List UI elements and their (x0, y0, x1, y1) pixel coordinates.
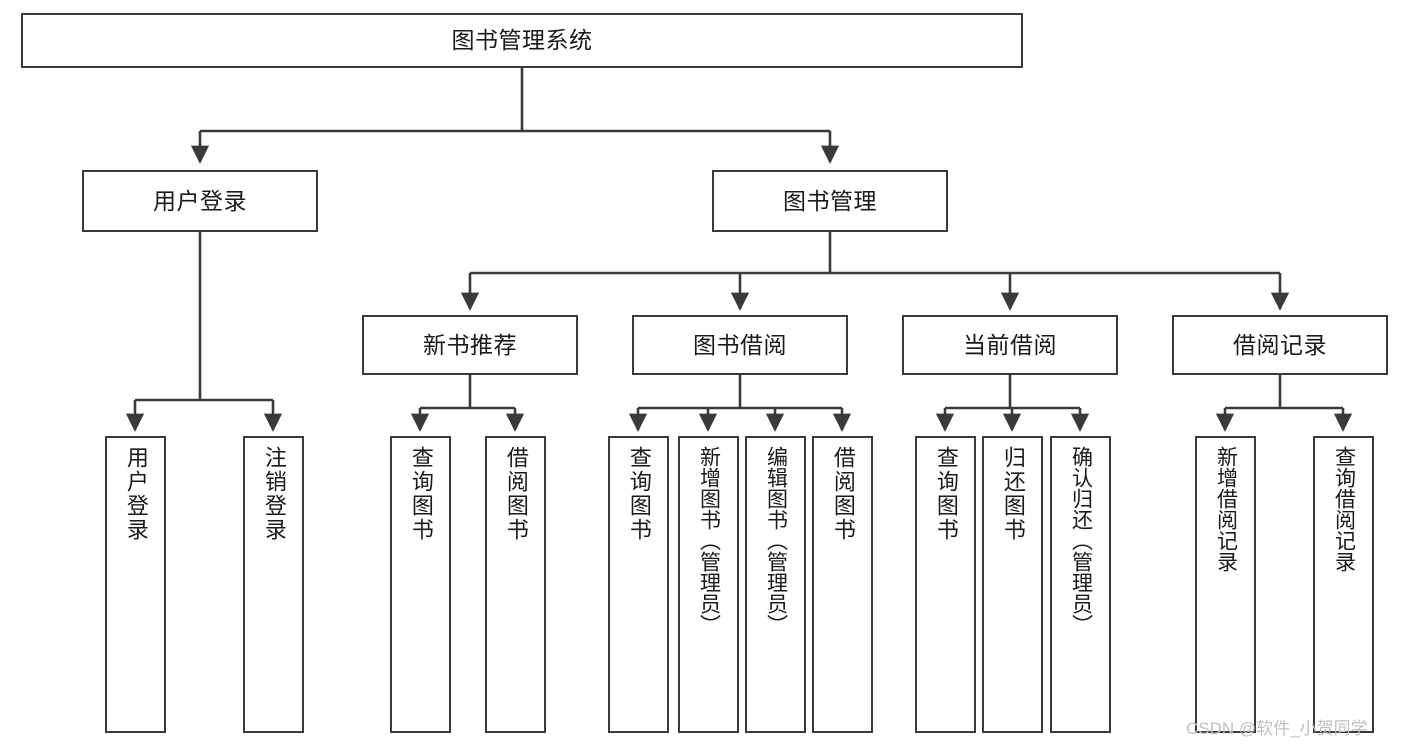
node-label: 查询图书 (933, 446, 959, 542)
node-label: 编辑图书（管理员） (764, 446, 788, 635)
node-label: 图书管理系统 (451, 27, 593, 53)
leaf-current-borrow-confirm-return[interactable]: 确认归还（管理员） (1050, 436, 1111, 733)
node-book-borrow[interactable]: 图书借阅 (632, 315, 848, 375)
node-new-book-recommend[interactable]: 新书推荐 (362, 315, 578, 375)
leaf-borrow-record-add[interactable]: 新增借阅记录 (1195, 436, 1256, 733)
node-label: 当前借阅 (963, 331, 1057, 358)
leaf-book-borrow-edit[interactable]: 编辑图书（管理员） (745, 436, 806, 733)
node-root-system[interactable]: 图书管理系统 (21, 13, 1023, 68)
leaf-borrow-record-query[interactable]: 查询借阅记录 (1313, 436, 1374, 733)
node-label: 确认归还（管理员） (1069, 446, 1093, 635)
node-book-management[interactable]: 图书管理 (712, 170, 948, 232)
node-label: 借阅图书 (503, 446, 529, 542)
watermark: CSDN @软件_小贺同学 (1186, 719, 1368, 738)
node-label: 新书推荐 (423, 331, 517, 358)
node-current-borrow[interactable]: 当前借阅 (902, 315, 1118, 375)
leaf-new-book-borrow[interactable]: 借阅图书 (485, 436, 546, 733)
leaf-new-book-query[interactable]: 查询图书 (390, 436, 451, 733)
node-label: 查询图书 (408, 446, 434, 542)
node-label: 注销登录 (261, 446, 287, 542)
node-label: 用户登录 (123, 446, 149, 542)
leaf-user-login-signout[interactable]: 注销登录 (243, 436, 304, 733)
node-label: 新增借阅记录 (1214, 446, 1238, 572)
node-label: 查询图书 (626, 446, 652, 542)
node-borrow-record[interactable]: 借阅记录 (1172, 315, 1388, 375)
leaf-current-borrow-return[interactable]: 归还图书 (982, 436, 1043, 733)
node-label: 用户登录 (153, 187, 247, 214)
node-label: 新增图书（管理员） (697, 446, 721, 635)
leaf-book-borrow-query[interactable]: 查询图书 (608, 436, 669, 733)
node-user-login[interactable]: 用户登录 (82, 170, 318, 232)
node-label: 图书借阅 (693, 331, 787, 358)
node-label: 归还图书 (1000, 446, 1026, 542)
node-label: 图书管理 (783, 187, 877, 214)
leaf-book-borrow-lend[interactable]: 借阅图书 (812, 436, 873, 733)
node-label: 借阅记录 (1233, 331, 1327, 358)
leaf-current-borrow-query[interactable]: 查询图书 (915, 436, 976, 733)
node-label: 借阅图书 (830, 446, 856, 542)
node-label: 查询借阅记录 (1332, 446, 1356, 572)
leaf-book-borrow-add[interactable]: 新增图书（管理员） (678, 436, 739, 733)
leaf-user-login-signin[interactable]: 用户登录 (105, 436, 166, 733)
